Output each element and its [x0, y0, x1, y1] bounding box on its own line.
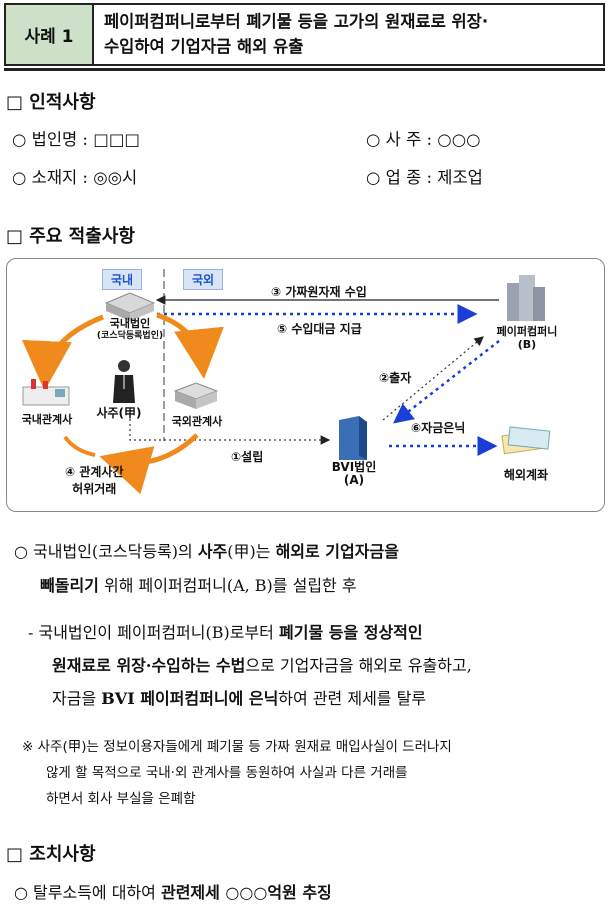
scheme-diagram: 국내 국외 국내법인 (코스닥등록법인) 국내관계사 사주(甲) 국외관계사 페…	[6, 258, 605, 512]
header-divider	[4, 68, 605, 71]
note-line3: 하면서 회사 부실을 은폐함	[46, 791, 196, 807]
fake-import-label: ③ 가짜원자재 수입	[271, 285, 367, 299]
arrow-paper-to-bvi	[393, 340, 500, 424]
note-line1: ※ 사주(甲)는 정보이용자들에게 폐기물 등 가짜 원재료 매입사실이 드러나…	[22, 739, 452, 755]
finding-paragraph-2-line2: 원재료로 위장·수입하는 수법으로 기업자금을 해외로 유출하고,	[52, 656, 472, 675]
overseas-account-label: 해외계좌	[503, 468, 549, 482]
case-title-line1: 페이퍼컴퍼니로부터 폐기물 등을 고가의 원재료로 위장·	[104, 12, 489, 31]
case-tag: 사례 1	[6, 5, 94, 64]
cycle-arrow-2	[156, 312, 224, 379]
bvi-building-icon	[333, 414, 373, 460]
domestic-corp-label: 국내법인 (코스닥등록법인)	[96, 317, 164, 341]
hide-funds-label: ⑥자금은닉	[411, 421, 466, 435]
section-heading-personal-info: □ 인적사항	[6, 92, 96, 113]
finding-paragraph-1-line1: ○ 국내법인(코스닥등록)의 사주(甲)는 해외로 기업자금을	[14, 542, 399, 561]
case-title-line2: 수입하여 기업자금 해외 유출	[104, 37, 304, 56]
invest-label: ②출자	[379, 371, 412, 385]
domestic-corp-building-icon	[102, 289, 158, 321]
section-heading-main-findings: □ 주요 적출사항	[6, 226, 135, 247]
domestic-tag: 국내	[102, 269, 143, 290]
fake-trade-label: ④ 관계사간 허위거래	[65, 465, 124, 496]
finding-paragraph-2-line1: - 국내법인이 페이퍼컴퍼니(B)로부터 폐기물 등을 정상적인	[28, 623, 423, 642]
owner-field: ○ 사 주 : ○○○	[366, 130, 481, 149]
industry-field: ○ 업 종 : 제조업	[366, 168, 483, 187]
corp-name-field: ○ 법인명 : □□□	[12, 130, 140, 149]
location-field: ○ 소재지 : ◎◎시	[12, 168, 138, 187]
arrow-establish	[129, 419, 331, 445]
domestic-affiliate-label: 국내관계사	[21, 413, 73, 426]
establish-label: ①설립	[231, 450, 264, 464]
overseas-affiliate-building-icon	[171, 379, 221, 409]
factory-icon	[21, 377, 71, 407]
bvi-label: BVI법인 (A)	[331, 460, 377, 487]
diagram-lines	[21, 269, 500, 495]
payment-label: ⑤ 수입대금 지급	[277, 322, 362, 336]
section-heading-actions: □ 조치사항	[6, 844, 96, 865]
money-bills-icon	[499, 425, 551, 455]
cycle-arrow-4	[63, 435, 96, 457]
overseas-affiliate-label: 국외관계사	[171, 415, 223, 428]
case-title: 페이퍼컴퍼니로부터 폐기물 등을 고가의 원재료로 위장· 수입하여 기업자금 …	[94, 5, 603, 64]
cycle-arrow-3	[99, 433, 199, 495]
owner-person-icon	[111, 359, 137, 403]
action-item: ○ 탈루소득에 대하여 관련제세 ○○○억원 추징	[14, 883, 332, 902]
note-line2: 않게 할 목적으로 국내·외 관계사를 동원하여 사실과 다른 거래를	[46, 765, 408, 781]
finding-paragraph-1-line2: 빼돌리기 위해 페이퍼컴퍼니(A, B)를 설립한 후	[40, 576, 357, 595]
cycle-arrow-1	[21, 314, 104, 391]
owner-label: 사주(甲)	[96, 406, 142, 420]
paper-company-building-icon	[503, 273, 549, 321]
overseas-tag: 국외	[183, 269, 224, 290]
paper-company-label: 페이퍼컴퍼니 (B)	[496, 325, 558, 351]
finding-paragraph-2-line3: 자금을 BVI 페이퍼컴퍼니에 은닉하여 관련 제세를 탈루	[52, 689, 427, 708]
case-header: 사례 1 페이퍼컴퍼니로부터 폐기물 등을 고가의 원재료로 위장· 수입하여 …	[4, 3, 605, 66]
